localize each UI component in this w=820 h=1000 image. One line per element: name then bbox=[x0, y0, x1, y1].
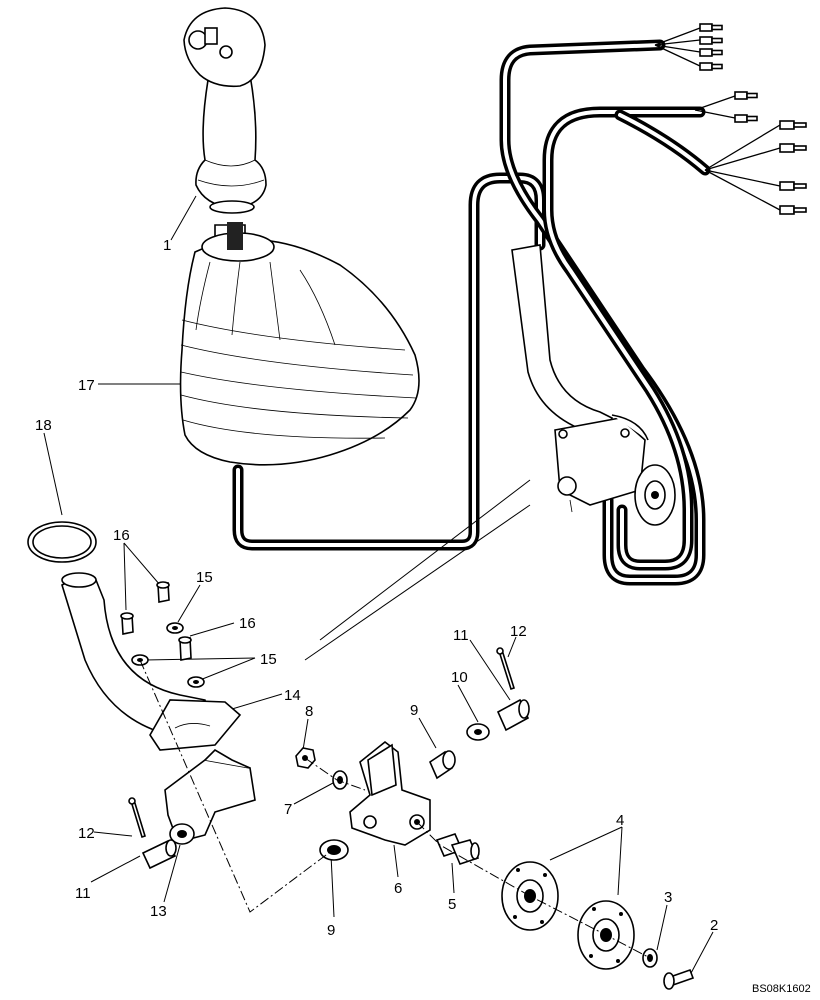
callout-11-right: 11 bbox=[453, 627, 469, 644]
callout-15-a: 15 bbox=[196, 569, 213, 586]
pilot-valve bbox=[511, 244, 676, 526]
pin-11-left bbox=[141, 839, 177, 870]
cotter-pin-12-right bbox=[496, 647, 515, 691]
callout-7: 7 bbox=[284, 801, 292, 818]
snap-ring-18 bbox=[27, 521, 97, 563]
washer-7 bbox=[332, 770, 348, 790]
wire-harness bbox=[232, 39, 711, 586]
callout-16-b: 16 bbox=[239, 615, 256, 632]
bracket-13 bbox=[164, 748, 256, 845]
bushing-9-upper bbox=[428, 750, 456, 780]
callout-12-right: 12 bbox=[510, 623, 527, 640]
callout-18: 18 bbox=[35, 417, 52, 434]
callout-10: 10 bbox=[451, 669, 468, 686]
fitting-5 bbox=[435, 833, 480, 865]
joystick-handle bbox=[183, 7, 267, 256]
bushing-9-lower bbox=[319, 839, 349, 861]
cotter-pin-12-left bbox=[128, 797, 146, 839]
bolt-2 bbox=[663, 968, 695, 990]
callout-11-left: 11 bbox=[75, 885, 91, 902]
callout-9-upper: 9 bbox=[410, 702, 418, 719]
callout-6: 6 bbox=[394, 880, 402, 897]
connector-terminal bbox=[699, 23, 723, 71]
leader-lines bbox=[43, 195, 714, 976]
flange-plates-4 bbox=[501, 861, 635, 970]
callout-1: 1 bbox=[163, 237, 171, 254]
bolts-16 bbox=[120, 581, 192, 661]
callout-2: 2 bbox=[710, 917, 718, 934]
callout-14: 14 bbox=[284, 687, 301, 704]
callout-13: 13 bbox=[150, 903, 167, 920]
callout-3: 3 bbox=[664, 889, 672, 906]
tube-14 bbox=[61, 572, 242, 751]
callout-5: 5 bbox=[448, 896, 456, 913]
callout-12-left: 12 bbox=[78, 825, 95, 842]
wire-terminals bbox=[654, 23, 807, 215]
callout-4: 4 bbox=[616, 812, 624, 829]
washers-15 bbox=[131, 622, 205, 688]
assembly-centerlines bbox=[139, 659, 651, 959]
callout-labels: 1 17 18 16 15 16 15 14 8 7 9 6 5 9 10 11… bbox=[35, 237, 811, 995]
washer-10 bbox=[466, 723, 490, 741]
callout-8: 8 bbox=[305, 703, 313, 720]
callout-15-b: 15 bbox=[260, 651, 277, 668]
rubber-boot bbox=[179, 222, 420, 466]
callout-16-a: 16 bbox=[113, 527, 130, 544]
reference-code: BS08K1602 bbox=[752, 983, 811, 995]
pin-11-right bbox=[496, 698, 530, 732]
callout-9-lower: 9 bbox=[327, 922, 335, 939]
yoke-6 bbox=[349, 740, 431, 846]
callout-17: 17 bbox=[78, 377, 95, 394]
